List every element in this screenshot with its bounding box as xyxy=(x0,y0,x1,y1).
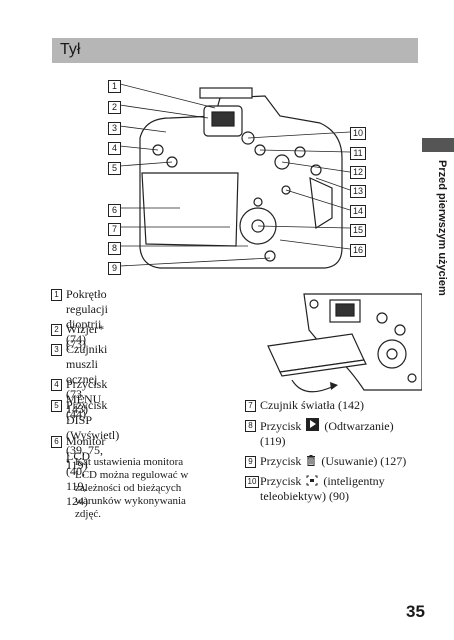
smart-zoom-icon xyxy=(306,475,318,486)
callout-11: 11 xyxy=(350,147,366,160)
item-number: 4 xyxy=(51,379,62,391)
item-text: (39, 75, 119) xyxy=(66,443,103,472)
item-text: (Usuwanie) (127) xyxy=(321,454,407,468)
section-header: Tył xyxy=(52,38,418,63)
item-text: Czujnik światła (142) xyxy=(260,398,364,412)
camera-back-illustration xyxy=(120,83,350,269)
item-number: 2 xyxy=(51,324,62,336)
item-text: Przycisk DISP (Wyświetl) xyxy=(66,398,120,442)
side-tab-marker xyxy=(422,138,454,152)
item-number: 6 xyxy=(51,436,62,448)
callout-16: 16 xyxy=(350,244,366,257)
item-text: Czujniki muszli ocznej (73, xyxy=(66,342,108,401)
callout-15: 15 xyxy=(350,224,366,237)
callout-5: 5 xyxy=(108,162,121,175)
note-bullet: • xyxy=(66,456,70,468)
item-text: Pokrętło regulacji dioptrii xyxy=(66,287,108,331)
item-number: 8 xyxy=(245,420,256,432)
callout-14: 14 xyxy=(350,205,366,218)
item-number: 3 xyxy=(51,344,62,356)
callout-10: 10 xyxy=(350,127,366,140)
callout-1: 1 xyxy=(108,80,121,93)
section-title: Tył xyxy=(60,41,81,58)
page-number: 35 xyxy=(406,602,425,621)
callout-12: 12 xyxy=(350,166,366,179)
monitor-tilt-illustration xyxy=(267,293,422,393)
note-text: zależności od bieżących xyxy=(75,482,182,494)
item-text: Wizjer* (73) xyxy=(66,322,105,351)
note-text: LCD można regulować w xyxy=(75,469,189,481)
item-text: (119) xyxy=(260,434,286,448)
item-number: 1 xyxy=(51,289,62,301)
item-number: 5 xyxy=(51,400,62,412)
item-text: Przycisk xyxy=(260,454,302,468)
note-text: Kąt ustawienia monitora xyxy=(75,456,184,468)
callout-4: 4 xyxy=(108,142,121,155)
note-text: warunków wykonywania xyxy=(75,495,186,507)
note-text: zdjęć. xyxy=(75,508,101,520)
item-text: teleobiektyw) (90) xyxy=(260,489,349,503)
callout-8: 8 xyxy=(108,242,121,255)
trash-icon xyxy=(307,455,316,466)
item-text: (74) xyxy=(66,332,86,346)
item-text: Przycisk MENU (44) xyxy=(66,377,108,421)
callout-13: 13 xyxy=(350,185,366,198)
callout-9: 9 xyxy=(108,262,121,275)
item-text: Przycisk xyxy=(260,474,302,488)
side-label: Przed pierwszym użyciem xyxy=(436,160,450,330)
item-number: 10 xyxy=(245,476,259,488)
item-text: 143) xyxy=(66,402,88,416)
callout-2: 2 xyxy=(108,101,121,114)
callout-3: 3 xyxy=(108,122,121,135)
item-text: Przycisk xyxy=(260,419,302,433)
callout-7: 7 xyxy=(108,223,121,236)
callout-6: 6 xyxy=(108,204,121,217)
side-label-text: Przed pierwszym użyciem xyxy=(436,160,448,296)
play-icon xyxy=(306,418,320,431)
item-number: 9 xyxy=(245,456,256,468)
item-text: (inteligentny xyxy=(323,474,385,488)
item-text: (Odtwarzanie) xyxy=(324,419,394,433)
item-text: Monitor LCD (40, 119, 124) xyxy=(66,434,106,508)
item-number: 7 xyxy=(245,400,256,412)
